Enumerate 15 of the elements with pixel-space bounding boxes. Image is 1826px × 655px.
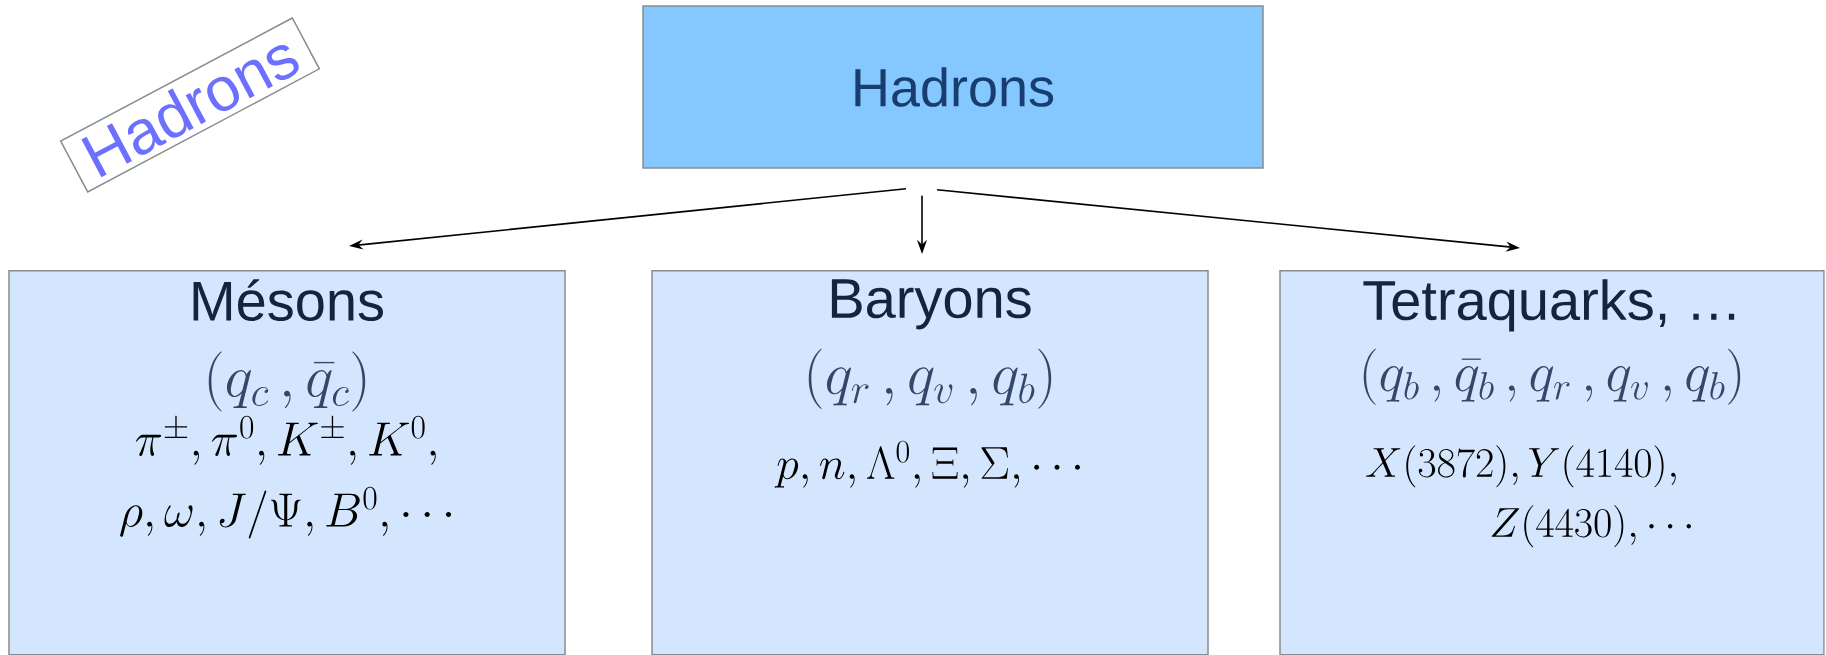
category-box [1279,270,1825,655]
quark-formula: $(q_r\,,q_v\,,q_b)$ [808,348,1052,409]
particle-list: $X(3872),Y(4140),$ [1366,445,1676,488]
category-box [651,270,1209,655]
particle-list: $\rho,\omega,J/\Psi,B^0,\cdots$ [120,486,452,539]
particle-list: $Z(4430),\cdots$ [1491,505,1691,548]
heading: Baryons [831,279,1031,330]
particle-list: $\pi^{\pm},\pi^0,K^{\pm},K^0,$ [135,415,436,465]
particle-list: $p,n,\Lambda^0,\Xi,\Sigma,\cdots$ [774,440,1080,488]
quark-formula: $(q_c\,,\bar{q}_c)$ [208,351,366,412]
quark-formula: $(q_b\,,\bar{q}_b\,,q_r\,,q_v\,,q_b)$ [1363,348,1741,405]
category-box: Hadrons [642,5,1264,169]
heading: Mésons [193,279,383,322]
heading: Tetraquarks, … [1363,279,1735,332]
category-box [8,270,566,655]
